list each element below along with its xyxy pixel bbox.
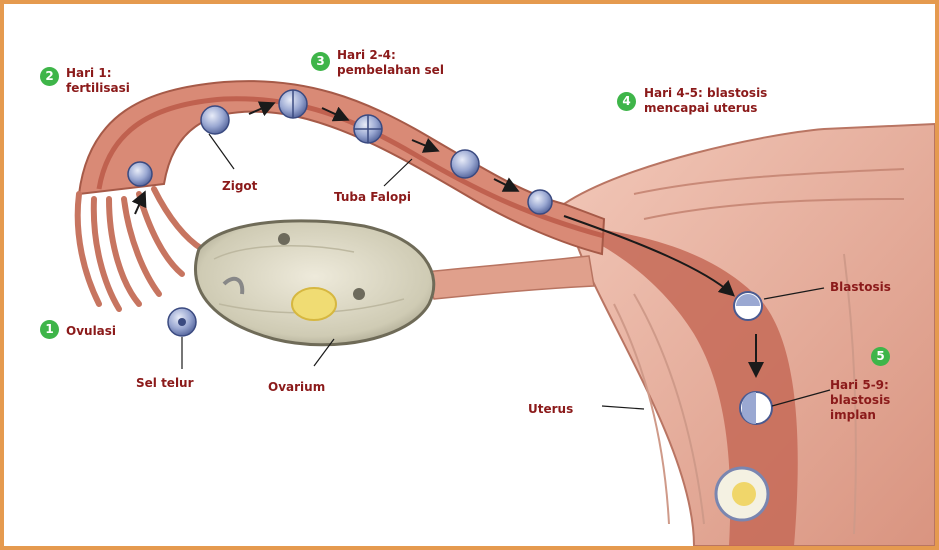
- sel-telur-label: Sel telur: [136, 376, 194, 391]
- cell-zygote: [201, 106, 229, 134]
- cell-morula: [451, 150, 479, 178]
- step-4-badge: 4: [617, 92, 636, 111]
- reproduction-illustration: [4, 4, 935, 546]
- uterus-label: Uterus: [528, 402, 573, 417]
- step-4-label-line1: Hari 4-5: blastosis: [644, 86, 767, 101]
- step-4-label-line2: mencapai uterus: [644, 101, 767, 116]
- step-5-label-line1: Hari 5-9:: [830, 378, 890, 393]
- fimbriae: [78, 189, 202, 309]
- zigot-label: Zigot: [222, 179, 257, 194]
- step-5-label-line3: implan: [830, 408, 890, 423]
- step-3-label-line2: pembelahan sel: [337, 63, 444, 78]
- blastosis-label: Blastosis: [830, 280, 891, 295]
- step-2-label: Hari 1: fertilisasi: [66, 66, 130, 96]
- step-5-badge: 5: [871, 347, 890, 366]
- step-3-label-line1: Hari 2-4:: [337, 48, 444, 63]
- step-5-label-line2: blastosis: [830, 393, 890, 408]
- corpus-luteum: [292, 288, 336, 320]
- follicle-dot: [278, 233, 290, 245]
- tuba-falopi-label: Tuba Falopi: [334, 190, 411, 205]
- ovarium-label: Ovarium: [268, 380, 325, 395]
- step-1-label: Ovulasi: [66, 324, 116, 339]
- ovarian-ligament: [424, 256, 594, 299]
- step-2-label-line2: fertilisasi: [66, 81, 130, 96]
- ovary: [196, 221, 434, 345]
- step-2-label-line1: Hari 1:: [66, 66, 130, 81]
- step-4-label: Hari 4-5: blastosis mencapai uterus: [644, 86, 767, 116]
- follicle-dot: [353, 288, 365, 300]
- step-2-badge: 2: [40, 67, 59, 86]
- cell-fertilized: [128, 162, 152, 186]
- step-5-label: Hari 5-9: blastosis implan: [830, 378, 890, 423]
- step-1-badge: 1: [40, 320, 59, 339]
- cell-morula-2: [528, 190, 552, 214]
- step-3-badge: 3: [311, 52, 330, 71]
- step-3-label: Hari 2-4: pembelahan sel: [337, 48, 444, 78]
